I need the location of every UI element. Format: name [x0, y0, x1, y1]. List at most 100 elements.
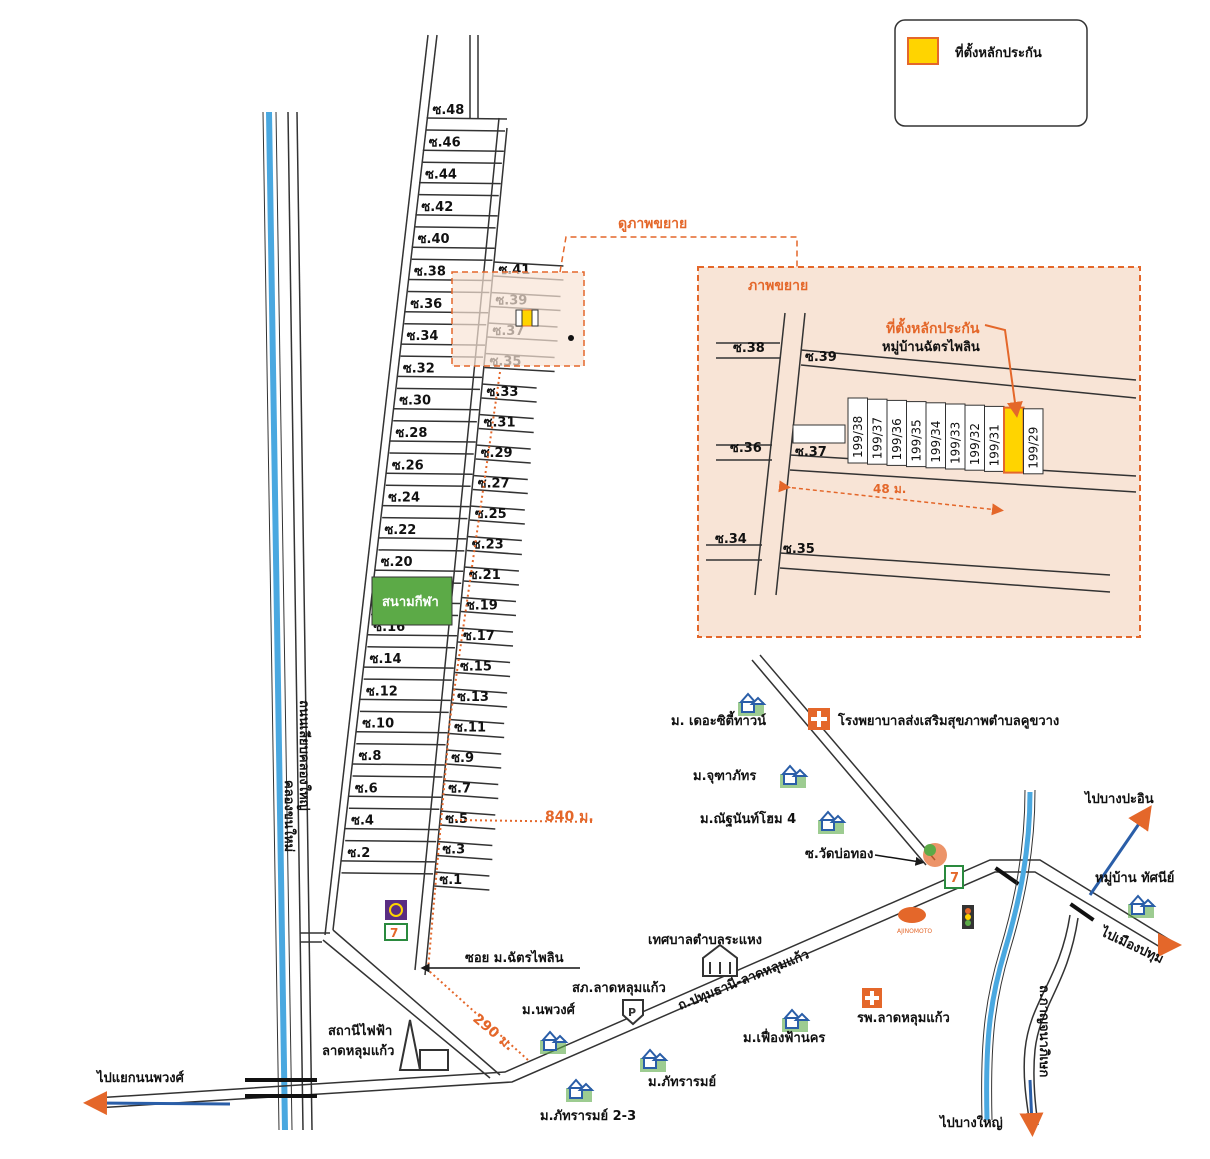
svg-text:7: 7 [950, 871, 959, 886]
soi-left-label-14: ซ.20 [381, 555, 413, 570]
route-dotted [426, 371, 529, 1061]
sports-field-label: สนามกีฬา [382, 594, 439, 610]
soi-left-13: ซ.22 [378, 523, 467, 552]
to-bangpain-label: ไปบางปะอิน [1083, 790, 1154, 807]
soi-left-label-13: ซ.22 [384, 523, 416, 538]
canal-side-road [287, 111, 313, 1131]
house-icon-6 [782, 1008, 811, 1032]
canal [262, 111, 293, 1131]
inset-lot-label-6: 199/32 [968, 423, 982, 465]
hospital-icon [808, 708, 830, 730]
soi-left-23: ซ.2 [341, 846, 436, 875]
canal-label: คลองขนใหม่ [281, 780, 298, 852]
house-icon-5 [640, 1048, 669, 1072]
see-zoom-label: ดูภาพขยาย [618, 216, 687, 232]
left-side-streets: ซ.48ซ.46ซ.44ซ.42ซ.40ซ.38ซ.36ซ.34ซ.32ซ.30… [341, 103, 508, 875]
soi-right-label-11: ซ.19 [466, 599, 498, 614]
soi-left-label-1: ซ.46 [429, 135, 461, 150]
police-icon: P [622, 999, 644, 1026]
soi-right-label-8: ซ.25 [475, 507, 507, 522]
legend-label: ที่ตั้งหลักประกัน [955, 42, 1042, 61]
main-soi-road [324, 34, 479, 936]
soi-right-label-16: ซ.9 [451, 751, 474, 766]
soi-left-22: ซ.4 [345, 814, 439, 843]
soi-right-label-20: ซ.1 [439, 873, 462, 888]
sports-field [371, 576, 453, 626]
soi-right-18: ซ.5 [440, 810, 496, 830]
soi-watbo-label: ซ.วัดบ่อทอง [805, 847, 873, 862]
soi-left-label-10: ซ.28 [396, 426, 428, 441]
soi-left-3: ซ.42 [415, 200, 498, 229]
natnan-label: ม.ณัฐนันท์โฮม 4 [700, 810, 796, 828]
soi-left-label-0: ซ.48 [433, 103, 465, 118]
soi-right-11: ซ.19 [460, 596, 517, 617]
inset-lot-label-2: 199/36 [890, 418, 904, 460]
soi-right-19: ซ.3 [437, 840, 493, 861]
svg-text:AJINOMOTO: AJINOMOTO [897, 928, 932, 935]
soi-left-label-22: ซ.4 [351, 814, 374, 829]
soi-left-label-8: ซ.32 [403, 361, 435, 376]
soi-left-label-9: ซ.30 [399, 394, 431, 409]
inset-soi-39: ซ.39 [805, 350, 837, 365]
inset-soi-36: ซ.36 [730, 441, 762, 456]
inset-lot-label-3: 199/35 [910, 419, 924, 461]
main-highway [83, 805, 1182, 1116]
soi-left-label-12: ซ.24 [388, 491, 420, 506]
napawong-label: ม.นพวงศ์ [522, 1002, 576, 1018]
to-bangyai-label: ไปบางใหญ่ [938, 1114, 1003, 1131]
temple-icon [923, 843, 947, 867]
inset-lot-label-9: 199/29 [1027, 427, 1041, 469]
soi-left-10: ซ.28 [389, 426, 476, 455]
inset-soi-34: ซ.34 [715, 532, 747, 547]
inset-collateral-label: ที่ตั้งหลักประกัน [886, 317, 980, 337]
soi-left-label-7: ซ.34 [407, 329, 439, 344]
inset-lot-3: 199/35 [906, 401, 927, 468]
soi-right-15: ซ.11 [449, 718, 505, 739]
inset-distance: 48 ม. [873, 482, 906, 496]
soi-left-label-6: ซ.36 [410, 297, 442, 312]
inset-village-label: หมู่บ้านฉัตรไพลิน [882, 338, 980, 355]
pattharam23-label: ม.ภัทรารมย์ 2-3 [540, 1108, 636, 1124]
inset-lot-5: 199/33 [945, 403, 966, 470]
police-label: สภ.ลาดหลุมแก้ว [572, 980, 666, 996]
soi-right-6: ซ.29 [475, 444, 531, 464]
soi-right-label-10: ซ.21 [469, 568, 501, 583]
soi-left-21: ซ.6 [348, 781, 442, 811]
house-icon-1 [780, 764, 809, 788]
house-icon-3 [540, 1030, 569, 1054]
soi-right-17: ซ.7 [443, 779, 499, 800]
soi-left-9: ซ.30 [393, 394, 479, 423]
soi-right-label-12: ซ.17 [463, 629, 495, 644]
fuengfa-label: ม.เฟื่องฟ้านคร [743, 1028, 825, 1046]
seven-eleven-icon: 7 7 [384, 865, 964, 941]
soi-right-label-17: ซ.7 [448, 782, 471, 797]
soi-left-2: ซ.44 [419, 168, 501, 197]
power-station-icon [398, 1019, 449, 1071]
house-icon-0 [738, 692, 767, 716]
soi-left-label-4: ซ.40 [418, 232, 450, 247]
legend: ที่ตั้งหลักประกัน [894, 19, 1088, 127]
soi-left-17: ซ.14 [363, 652, 454, 681]
traffic-light-icon [962, 905, 974, 929]
soi-left-1: ซ.46 [422, 135, 504, 165]
soi-right-5: ซ.31 [478, 413, 534, 434]
soi-right-14: ซ.13 [452, 688, 508, 708]
soi-left-18: ซ.12 [359, 684, 451, 714]
soi-right-13: ซ.15 [455, 657, 511, 678]
inset-lot-4: 199/34 [925, 402, 946, 469]
soi-right-12: ซ.17 [457, 627, 514, 647]
hospital-icon-lk [862, 988, 882, 1008]
house-icon-4 [566, 1078, 595, 1102]
inset-lot-0: 199/38 [847, 397, 868, 464]
soi-right-label-5: ซ.31 [484, 416, 516, 431]
canal-road-label: ถนนเลียบคลองใหญ่ [296, 700, 313, 811]
soi-right-7: ซ.27 [472, 474, 528, 495]
distance-290: 290 ม. [469, 1011, 517, 1055]
power-station-label-2: ลาดหลุมแก้ว [322, 1043, 394, 1059]
distance-840: 840 ม. [545, 809, 594, 825]
soi-left-0: ซ.48 [426, 103, 508, 132]
soi-right-label-19: ซ.3 [442, 843, 465, 858]
kanchana-label: ถ.กาญจนาภิเษก [1036, 985, 1051, 1077]
soi-right-label-14: ซ.13 [457, 690, 489, 705]
